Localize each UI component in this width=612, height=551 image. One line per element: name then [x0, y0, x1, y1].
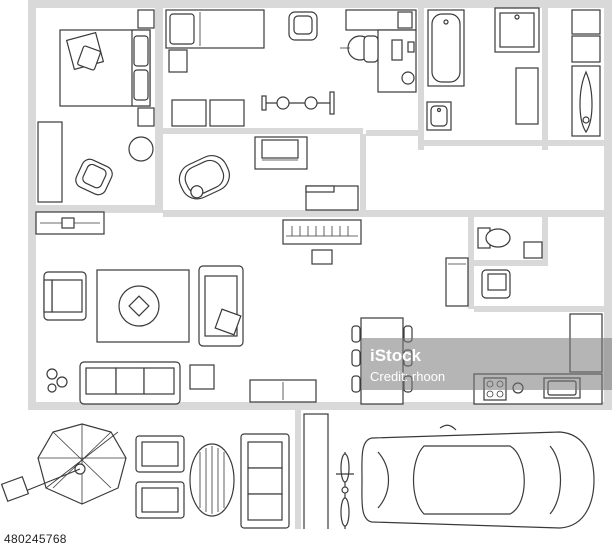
bathtub[interactable]	[427, 9, 465, 87]
toilet-room	[477, 227, 543, 299]
garden-sofa[interactable]	[240, 433, 290, 529]
round-side-table[interactable]	[128, 136, 154, 162]
hall-chair[interactable]	[481, 269, 511, 299]
nursery	[174, 136, 359, 211]
nightstand-bottom[interactable]	[137, 107, 155, 127]
outer-wall-left	[28, 0, 36, 410]
single-bed[interactable]	[165, 9, 265, 49]
hall-cabinet[interactable]	[445, 257, 469, 307]
wall-util-bottom	[548, 140, 604, 146]
wall-wc-left	[468, 217, 474, 309]
desk-with-computer[interactable]	[345, 9, 417, 93]
kids-room	[165, 9, 417, 127]
watermark-logo: iStock	[370, 346, 422, 365]
exercise-bike[interactable]	[261, 91, 335, 115]
wall-wc-bottom	[474, 260, 548, 266]
toilet-sink[interactable]	[523, 241, 543, 259]
car[interactable]	[361, 424, 595, 536]
storage-bench[interactable]	[305, 185, 359, 211]
image-id-bar: 480245768	[0, 529, 612, 551]
stock-watermark: iStock Credit: rhoon	[362, 338, 612, 390]
dresser[interactable]	[35, 211, 105, 235]
outer-wall-right	[604, 0, 612, 410]
bathroom	[426, 7, 540, 131]
wall-nursery-bottom	[163, 210, 418, 217]
garage	[303, 413, 595, 539]
bath-cabinet[interactable]	[515, 67, 539, 125]
nightstand-top[interactable]	[137, 9, 155, 29]
baby-crib[interactable]	[174, 150, 235, 204]
surfboard[interactable]	[571, 65, 601, 137]
garage-shelf[interactable]	[303, 413, 329, 539]
wall-nursery-right	[360, 134, 366, 216]
wall-kids-right	[418, 8, 424, 150]
wardrobe[interactable]	[37, 121, 63, 203]
wall-hall-bottom	[418, 210, 604, 217]
watermark-credit: Credit: rhoon	[370, 369, 446, 384]
bicycle[interactable]	[336, 452, 354, 530]
wall-bath-bottom	[424, 140, 542, 146]
living-armchair-right[interactable]	[198, 265, 244, 347]
living-armchair-left[interactable]	[43, 271, 87, 321]
bathroom-sink[interactable]	[426, 101, 452, 131]
piano-stool[interactable]	[311, 249, 333, 265]
tv-stand[interactable]	[249, 379, 317, 403]
shower-tray[interactable]	[494, 7, 540, 53]
toy-box-1[interactable]	[171, 99, 207, 127]
floor-plant[interactable]	[46, 368, 68, 393]
washing-machine[interactable]	[571, 35, 601, 63]
utility-sink[interactable]	[571, 9, 601, 35]
bedroom-armchair[interactable]	[73, 157, 115, 198]
garden-chair-1[interactable]	[135, 435, 185, 473]
image-id: 480245768	[4, 532, 67, 546]
wall-wc-right	[542, 217, 548, 266]
side-table[interactable]	[189, 364, 215, 390]
sun-lounger[interactable]	[0, 468, 81, 502]
wall-corridor	[366, 130, 422, 136]
office-chair[interactable]	[340, 35, 379, 63]
toilet[interactable]	[477, 227, 511, 249]
tv-desk[interactable]	[254, 136, 308, 170]
piano-keyboard[interactable]	[282, 219, 362, 245]
outer-wall-top	[28, 0, 612, 8]
toy-box-2[interactable]	[209, 99, 245, 127]
wall-kids-bottom	[163, 128, 363, 134]
rug-coffee-table[interactable]	[96, 269, 190, 343]
patio-umbrella[interactable]	[37, 423, 127, 505]
wall-bedroom-right	[155, 8, 163, 213]
sofa[interactable]	[79, 361, 181, 405]
garden	[0, 423, 290, 529]
kids-chair[interactable]	[288, 11, 318, 41]
wall-kitchen-top	[474, 306, 604, 312]
oval-table[interactable]	[189, 443, 235, 517]
wall-bedroom-bottom	[36, 205, 155, 213]
double-bed[interactable]	[59, 29, 151, 107]
bed-side-table[interactable]	[168, 49, 188, 73]
wall-bath-right	[542, 8, 548, 150]
bedroom	[35, 9, 155, 235]
outer-wall-bottom	[28, 402, 612, 410]
garden-chair-2[interactable]	[135, 481, 185, 519]
walls	[28, 0, 612, 551]
utility-room	[571, 9, 601, 137]
wall-garden-right	[295, 410, 301, 551]
